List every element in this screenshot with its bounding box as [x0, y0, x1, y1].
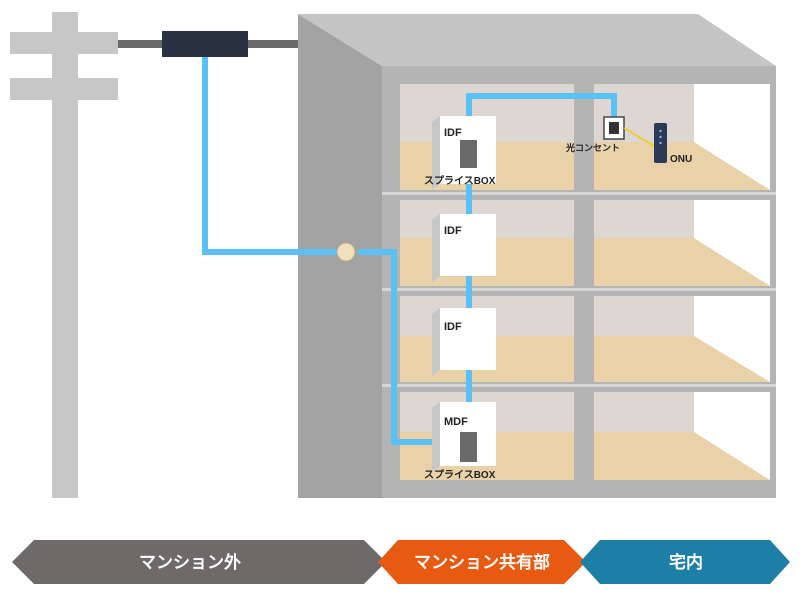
idf-label-floor-3: IDF	[444, 225, 462, 237]
band-inside-label: 宅内	[669, 552, 703, 573]
patch-cord	[623, 127, 655, 147]
idf-label-floor-4: IDF	[444, 127, 462, 139]
section-band-inside: 宅内	[580, 540, 790, 584]
idf-label-floor-2: IDF	[444, 321, 462, 333]
band-common-label: マンション共有部	[414, 552, 550, 573]
splice-box-bottom	[460, 432, 477, 462]
apartment-building	[298, 14, 776, 498]
aerial-cable	[118, 31, 300, 57]
room-floor-1-right	[594, 392, 770, 480]
optical-outlet-icon	[603, 116, 625, 140]
utility-pole	[10, 12, 118, 498]
section-band-outside: マンション外	[12, 540, 386, 584]
room-floor-3-right	[594, 200, 770, 286]
cable-closure	[162, 31, 248, 57]
splice-box-label-bottom: スプライスBOX	[424, 468, 496, 481]
pole-crossarm-lower	[10, 78, 118, 100]
splice-box-top	[460, 140, 477, 168]
slab-line-3	[382, 384, 776, 387]
optical-outlet-label: 光コンセント	[565, 142, 620, 153]
slab-line-2	[382, 288, 776, 291]
section-band-common: マンション共有部	[378, 540, 586, 584]
wall-entry-fitting	[336, 242, 356, 262]
idf-box-floor-3	[432, 214, 496, 282]
fiber-pole-to-building	[202, 57, 346, 255]
onu-label: ONU	[670, 154, 692, 165]
fiber-entry-to-mdf	[358, 249, 466, 445]
onu-device-icon	[654, 123, 667, 163]
idf-box-floor-2	[432, 308, 496, 376]
room-floor-2-right	[594, 296, 770, 382]
mdf-label: MDF	[444, 416, 468, 428]
splice-box-label-top: スプライスBOX	[424, 174, 496, 187]
building-roof	[298, 14, 776, 66]
slab-line-1	[382, 192, 776, 195]
band-outside-label: マンション外	[139, 552, 241, 573]
pole-crossarm-upper	[10, 32, 118, 54]
